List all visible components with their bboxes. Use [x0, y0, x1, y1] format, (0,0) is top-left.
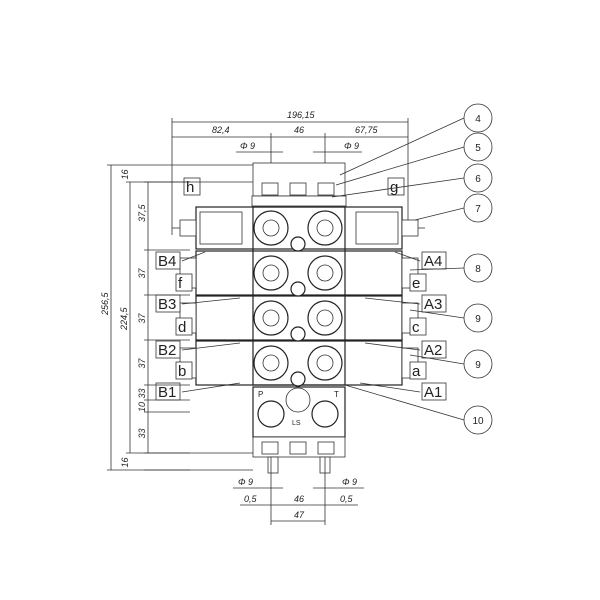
port-label-h: h: [186, 179, 194, 196]
port-label-g: g: [390, 179, 398, 196]
callout-number: 4: [475, 114, 481, 125]
dim-top-port-dia-left: Φ 9: [240, 141, 255, 151]
top-dimensions: 196,15 82,4 46 67,75 Φ 9 Φ 9: [171, 110, 409, 235]
dim-overall-width: 196,15: [287, 110, 316, 120]
port-label-b: b: [178, 363, 186, 380]
callout-circle: [463, 349, 493, 379]
dim-vertical-segment: 10: [137, 402, 147, 412]
callout-number: 6: [475, 174, 481, 185]
dim-vertical-segment: 33: [137, 428, 147, 438]
pilot-plug: [290, 326, 306, 342]
callout-number: 9: [475, 314, 481, 325]
port-label-box: [175, 317, 193, 336]
port-label-box: [155, 251, 181, 270]
port-label-box: [175, 273, 193, 292]
port-mark-ls: LS: [292, 420, 301, 427]
dim-top-port-dia-right: Φ 9: [344, 141, 359, 151]
dim-bottom-total: 47: [294, 510, 305, 520]
port-mark-t: T: [334, 390, 339, 399]
callout-number: 8: [475, 264, 481, 275]
callout-circle: [463, 303, 493, 333]
port-label-B3: B3: [158, 296, 176, 313]
callout-number: 10: [472, 416, 484, 427]
port-label-e: e: [412, 275, 420, 292]
port-labels: h gB4 A4 f eB3 A3 d cB2 A2 b aB1 A1: [155, 177, 447, 401]
dim-inner-height: 224,5: [119, 306, 129, 331]
bottom-dimensions: Φ 9 Φ 9 0,5 46 0,5 47: [233, 457, 364, 525]
callout-number: 7: [475, 204, 481, 215]
callout-number: 5: [475, 143, 481, 154]
dim-overall-height: 256,5: [100, 291, 110, 316]
callout-number: 9: [475, 360, 481, 371]
port-label-A1: A1: [424, 384, 442, 401]
callout-circle: [463, 253, 493, 283]
port-label-c: c: [412, 319, 420, 336]
port-label-box: [409, 317, 427, 336]
port-label-A2: A2: [424, 342, 442, 359]
port-label-f: f: [178, 275, 183, 292]
dim-vertical-segment: 16: [120, 169, 130, 179]
pilot-plug: [290, 281, 306, 297]
port-label-a: a: [412, 363, 421, 380]
solenoid-coil-left: [199, 211, 243, 245]
dim-port-spacing-top: 46: [294, 125, 304, 135]
port-label-B2: B2: [158, 342, 176, 359]
callout-circle: [463, 405, 493, 435]
left-dimensions: 256,5 224,5 16 37,5 37 37 37 33 10 33 16: [100, 164, 253, 471]
valve-body: P T LS: [172, 162, 425, 474]
port-label-box: [409, 361, 427, 380]
port-label-A4: A4: [424, 253, 442, 270]
dim-bottom-offset-left: 0,5: [244, 494, 258, 504]
dim-vertical-segment: 37: [137, 312, 147, 323]
dim-vertical-segment: 37: [137, 267, 147, 278]
callout-circle: [463, 163, 493, 193]
pilot-plug: [290, 371, 306, 387]
port-label-d: d: [178, 319, 186, 336]
port-mark-p: P: [258, 390, 263, 399]
dim-left-offset: 82,4: [212, 125, 230, 135]
dim-right-offset: 67,75: [355, 125, 379, 135]
port-label-A3: A3: [424, 296, 442, 313]
dim-bottom-port-dia-right: Φ 9: [342, 477, 357, 487]
dim-vertical-segment: 37,5: [137, 203, 147, 222]
port-label-box: [175, 361, 193, 380]
callout-circle: [463, 132, 493, 162]
port-label-box: [421, 294, 447, 313]
callout-circle: [463, 103, 493, 133]
port-label-B1: B1: [158, 384, 176, 401]
dim-bottom-port-dia-left: Φ 9: [238, 477, 253, 487]
callouts: 4 5 6 7 8 9 9 10: [331, 103, 493, 435]
callout-circle: [463, 193, 493, 223]
solenoid-coil-right: [355, 211, 399, 245]
dim-bottom-offset-right: 0,5: [340, 494, 354, 504]
port-label-box: [155, 340, 181, 359]
port-label-box: [421, 382, 447, 401]
dim-vertical-segment: 16: [120, 457, 130, 467]
pilot-plug: [290, 236, 306, 252]
port-label-box: [409, 273, 427, 292]
port-label-B4: B4: [158, 253, 176, 270]
dim-port-spacing-bottom: 46: [294, 494, 304, 504]
dim-vertical-segment: 33: [137, 388, 147, 398]
dim-vertical-segment: 37: [137, 357, 147, 368]
port-label-box: [421, 340, 447, 359]
